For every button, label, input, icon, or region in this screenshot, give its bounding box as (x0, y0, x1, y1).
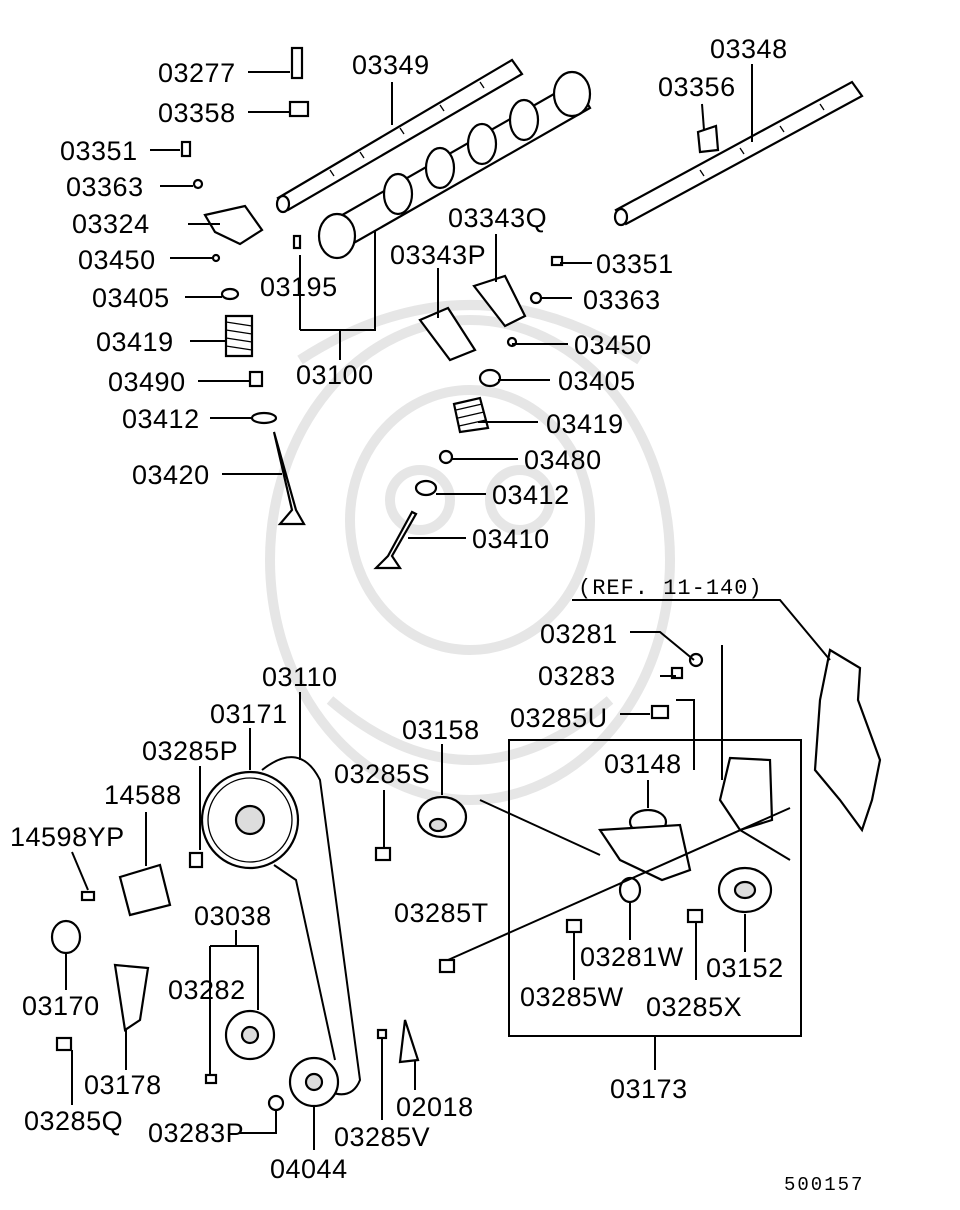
part-label: 03281 (540, 619, 618, 649)
part-label: 03285S (334, 759, 430, 789)
camshaft (317, 70, 592, 260)
part-label: 03349 (352, 50, 430, 80)
part-label: 03405 (558, 366, 636, 396)
rocker-shaft-03348 (613, 80, 864, 227)
part-label: 03195 (260, 272, 338, 302)
part-label: 03285X (646, 992, 742, 1022)
part-label: 03356 (658, 72, 736, 102)
part-label: 03038 (194, 901, 272, 931)
part-label: 03351 (596, 249, 674, 279)
part-label: 03283P (148, 1118, 244, 1148)
part-label: 03363 (583, 285, 661, 315)
crank-sprockets (224, 1009, 340, 1108)
part-label: 03419 (546, 409, 624, 439)
part-label: 03285P (142, 736, 238, 766)
part-label: 03405 (92, 283, 170, 313)
part-label: 03480 (524, 445, 602, 475)
part-label: 03178 (84, 1070, 162, 1100)
rocker-shaft-03349 (275, 58, 524, 214)
part-label: 03358 (158, 98, 236, 128)
part-label: 03285U (510, 703, 608, 733)
part-label: 03282 (168, 975, 246, 1005)
part-label: 03285Q (24, 1106, 123, 1136)
part-label: 03285V (334, 1122, 430, 1152)
camshaft-sprocket (200, 770, 300, 870)
part-label: 03283 (538, 661, 616, 691)
part-label: 03348 (710, 34, 788, 64)
part-label: 03158 (402, 715, 480, 745)
part-label: 03110 (262, 662, 338, 692)
part-label: 03412 (492, 480, 570, 510)
part-label: 02018 (396, 1092, 474, 1122)
part-label: 03285T (394, 898, 489, 928)
diagram-code: 500157 (784, 1174, 864, 1196)
part-label: 03343P (390, 240, 486, 270)
small-parts-top (180, 46, 720, 570)
watermark-emblem (265, 300, 675, 805)
part-label: 03410 (472, 524, 550, 554)
part-label: 03285W (520, 982, 624, 1012)
callout-labels: 03277 03349 03348 03358 03356 03351 0336… (10, 34, 864, 1196)
part-label: 03419 (96, 327, 174, 357)
part-label: 03152 (706, 953, 784, 983)
part-label: 03343Q (448, 203, 547, 233)
tensioner-parts (50, 795, 468, 1112)
part-label: 03100 (296, 360, 374, 390)
part-label: 03420 (132, 460, 210, 490)
part-label: 03281W (580, 942, 684, 972)
reference-note: (REF. 11-140) (578, 576, 763, 601)
part-label: 03148 (604, 749, 682, 779)
timing-belt (261, 756, 362, 1096)
part-label: 03450 (78, 245, 156, 275)
part-label: 14598YP (10, 822, 125, 852)
part-label: 03412 (122, 404, 200, 434)
part-label: 03171 (210, 699, 288, 729)
part-label: 03173 (610, 1074, 688, 1104)
part-label: 03490 (108, 367, 186, 397)
part-label: 04044 (270, 1154, 348, 1184)
part-label: 03363 (66, 172, 144, 202)
leader-lines (65, 64, 831, 1150)
timing-cover-ref (813, 648, 882, 833)
part-label: 03277 (158, 58, 236, 88)
part-label: 03170 (22, 991, 100, 1021)
part-label: 03324 (72, 209, 150, 239)
part-label: 03351 (60, 136, 138, 166)
part-label: 14588 (104, 780, 182, 810)
part-label: 03450 (574, 330, 652, 360)
